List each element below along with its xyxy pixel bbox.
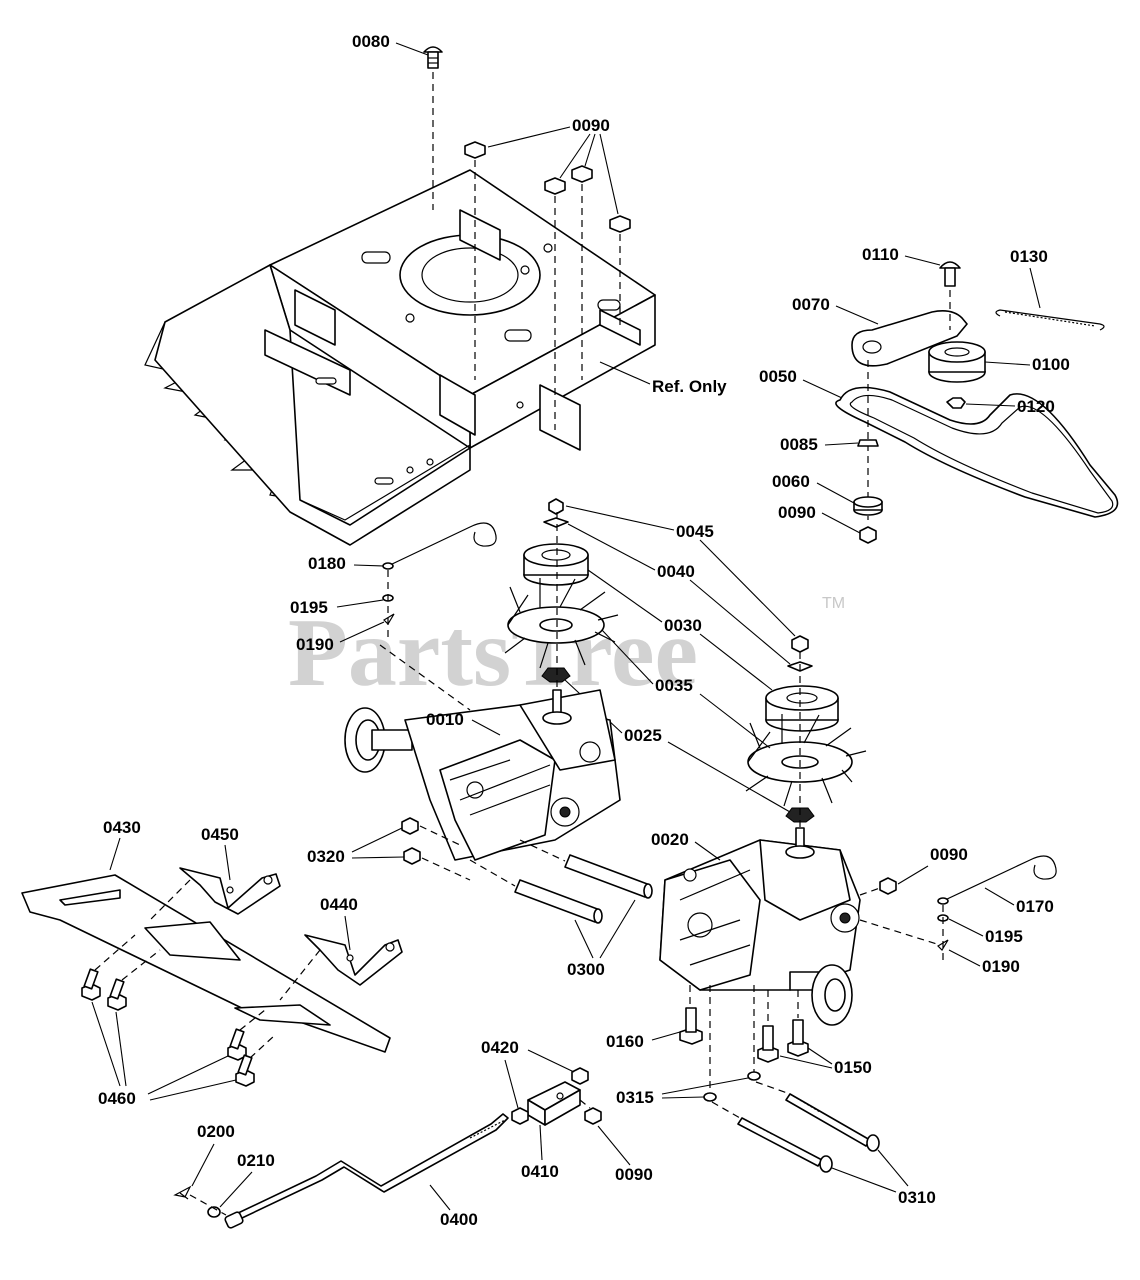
label-0450: 0450	[201, 825, 239, 844]
spacer-0060	[853, 496, 883, 516]
spacer-tube-0300-a	[514, 879, 603, 924]
label-0100: 0100	[1032, 355, 1070, 374]
transaxle-0010	[344, 689, 621, 861]
label-0080: 0080	[352, 32, 390, 51]
lift-plate-0430	[21, 874, 391, 1053]
washer-0315-a	[747, 1071, 761, 1081]
label-0200: 0200	[197, 1122, 235, 1141]
long-bolt-0310-b	[737, 1117, 833, 1173]
control-rod-0180	[382, 522, 497, 570]
label-0310: 0310	[898, 1188, 936, 1207]
watermark-trademark: TM	[822, 595, 845, 612]
v-belt-0050	[835, 386, 1119, 518]
pulley-0030-left	[523, 543, 589, 586]
label-0070: 0070	[792, 295, 830, 314]
label-0300: 0300	[567, 960, 605, 979]
label-0045: 0045	[676, 522, 714, 541]
label-0025: 0025	[624, 726, 662, 745]
bolt-0150-b	[787, 1019, 809, 1057]
label-0460: 0460	[98, 1089, 136, 1108]
long-bolt-0310-a	[785, 1093, 880, 1152]
label-0410: 0410	[521, 1162, 559, 1181]
label-0010: 0010	[426, 710, 464, 729]
label-0440: 0440	[320, 895, 358, 914]
watermark-brand: PartsTree	[288, 599, 698, 707]
label-0180: 0180	[308, 554, 346, 573]
idler-bracket-0070	[851, 310, 968, 367]
swivel-0410	[527, 1081, 581, 1126]
label-0090-top: 0090	[572, 116, 610, 135]
label-0195-right: 0195	[985, 927, 1023, 946]
label-0400: 0400	[440, 1210, 478, 1229]
flange-nut-0090-mid	[879, 877, 897, 895]
washer-0040-left	[543, 517, 569, 528]
label-0210: 0210	[237, 1151, 275, 1170]
label-0170: 0170	[1016, 897, 1054, 916]
label-0320: 0320	[307, 847, 345, 866]
label-0090-right: 0090	[778, 503, 816, 522]
wheel-hub-left	[344, 707, 413, 773]
nut-0320-b	[403, 847, 421, 865]
label-0110: 0110	[862, 245, 899, 264]
nut-0420-a	[511, 1107, 529, 1125]
bolt-0160	[679, 1007, 703, 1045]
nut-0420-b	[571, 1067, 589, 1085]
label-0195-left: 0195	[290, 598, 328, 617]
label-0160: 0160	[606, 1032, 644, 1051]
flange-nuts-0090-top	[464, 141, 631, 233]
label-0430: 0430	[103, 818, 141, 837]
label-0190-left: 0190	[296, 635, 334, 654]
rod-0400	[224, 1113, 509, 1229]
pin-0190-left	[383, 613, 395, 625]
spring-0130	[995, 309, 1105, 331]
label-0315: 0315	[616, 1088, 654, 1107]
label-0085: 0085	[780, 435, 818, 454]
frame-reference	[144, 169, 656, 546]
label-0040: 0040	[657, 562, 695, 581]
label-0120: 0120	[1017, 397, 1055, 416]
bracket-0450	[179, 867, 281, 915]
transaxle-0020	[659, 827, 861, 1026]
label-0030: 0030	[664, 616, 702, 635]
spacer-tube-0300-b	[564, 854, 653, 899]
clip-0200	[173, 1185, 192, 1200]
label-0190-right: 0190	[982, 957, 1020, 976]
label-0035: 0035	[655, 676, 693, 695]
hub-0025-left	[541, 667, 571, 683]
bolts-0460	[81, 968, 255, 1087]
idler-pulley-0100	[928, 341, 986, 383]
fan-0035-left	[504, 578, 619, 669]
label-0130: 0130	[1010, 247, 1048, 266]
nut-0320-a	[401, 817, 419, 835]
flange-nut-0090-right	[859, 526, 877, 544]
wheel-hub-right	[789, 964, 853, 1026]
bolt-0150-a	[757, 1025, 779, 1063]
label-0020: 0020	[651, 830, 689, 849]
carriage-bolt-0110	[939, 261, 961, 287]
nut-0045-left	[548, 498, 564, 515]
label-ref-only: Ref. Only	[652, 377, 727, 396]
label-0150: 0150	[834, 1058, 872, 1077]
label-0060: 0060	[772, 472, 810, 491]
label-0090-bottom: 0090	[615, 1165, 653, 1184]
nut-0045-right	[791, 635, 809, 653]
pulley-0030-right	[765, 685, 839, 732]
label-0090-mid: 0090	[930, 845, 968, 864]
bracket-0440	[304, 934, 403, 986]
label-0420: 0420	[481, 1038, 519, 1057]
nut-0120	[946, 397, 966, 409]
nut-0090-bottom	[584, 1107, 602, 1125]
washer-0315-b	[703, 1092, 717, 1102]
washer-0085	[857, 439, 879, 447]
label-0050: 0050	[759, 367, 797, 386]
control-rod-0170	[937, 855, 1057, 905]
carriage-bolt-0080	[423, 46, 443, 69]
